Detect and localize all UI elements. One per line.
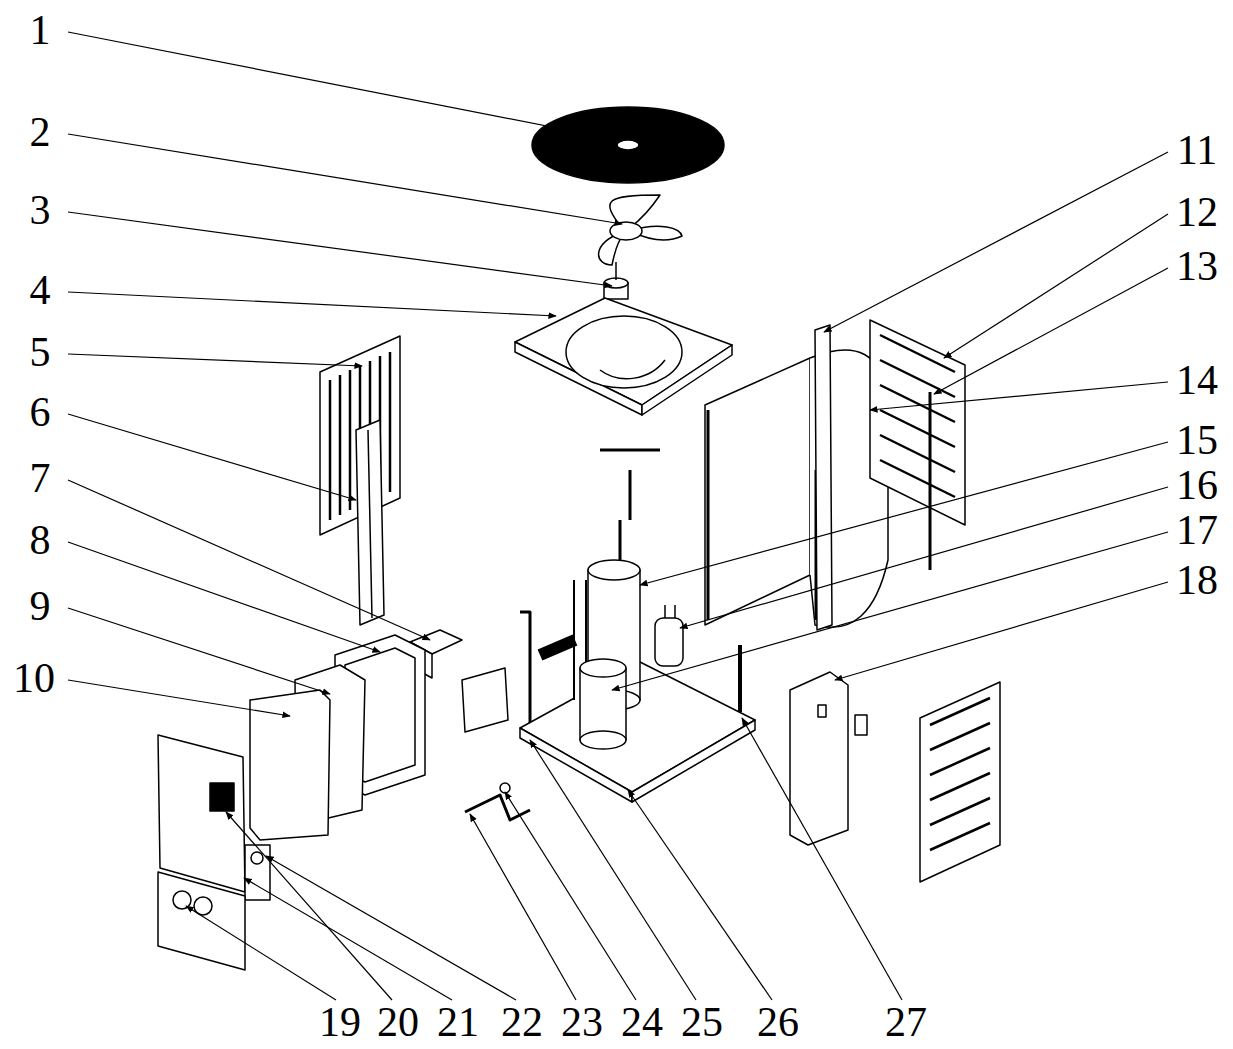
callout-number: 16 bbox=[1176, 464, 1218, 506]
callout-number: 9 bbox=[30, 585, 51, 627]
callout-number: 19 bbox=[319, 1001, 361, 1043]
callout-number: 3 bbox=[30, 189, 51, 231]
callout-number: 26 bbox=[757, 1001, 799, 1043]
callout-number: 8 bbox=[30, 519, 51, 561]
callout-number: 12 bbox=[1176, 191, 1218, 233]
callout-number: 27 bbox=[885, 1001, 927, 1043]
callout-number: 25 bbox=[681, 1001, 723, 1043]
callout-number: 5 bbox=[30, 331, 51, 373]
callout-number: 4 bbox=[30, 269, 51, 311]
callout-number: 18 bbox=[1176, 559, 1218, 601]
callout-number: 14 bbox=[1176, 359, 1218, 401]
callout-number: 21 bbox=[437, 1001, 479, 1043]
callout-number: 23 bbox=[561, 1001, 603, 1043]
callout-number: 17 bbox=[1176, 509, 1218, 551]
callout-number: 10 bbox=[13, 657, 55, 699]
callout-number: 2 bbox=[30, 111, 51, 153]
callout-number: 20 bbox=[377, 1001, 419, 1043]
callout-number: 7 bbox=[30, 457, 51, 499]
callout-number: 6 bbox=[30, 391, 51, 433]
leader-lines bbox=[68, 32, 1168, 1000]
callout-number: 15 bbox=[1176, 419, 1218, 461]
callout-number: 11 bbox=[1177, 129, 1217, 171]
callout-number: 1 bbox=[30, 9, 51, 51]
callout-number: 24 bbox=[621, 1001, 663, 1043]
callout-number: 22 bbox=[501, 1001, 543, 1043]
callout-number: 13 bbox=[1176, 245, 1218, 287]
